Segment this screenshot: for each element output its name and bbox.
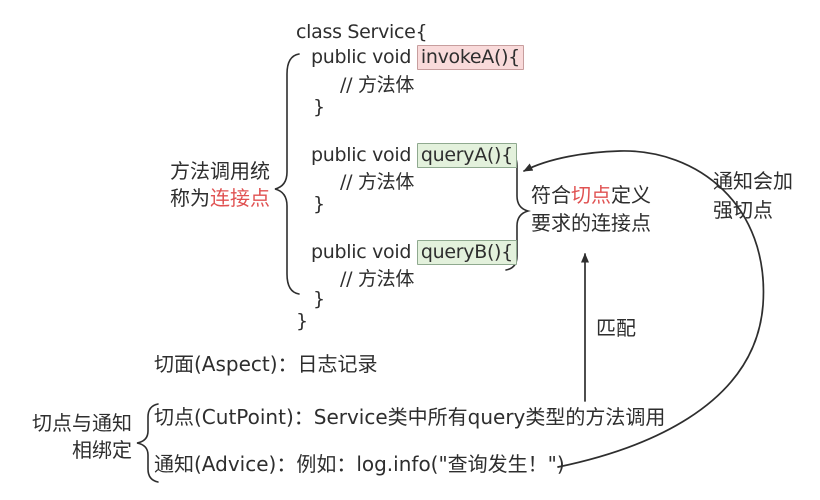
pointcut-match-label: 符合切点定义 要求的连接点 xyxy=(531,181,651,237)
match-arrow-label: 匹配 xyxy=(596,316,636,340)
code-method-queryB: public void queryB(){ xyxy=(311,240,517,265)
code-method-body: // 方法体 xyxy=(340,171,415,193)
pointcut-match-prefix: 符合 xyxy=(531,183,571,207)
queryA-highlight: queryA(){ xyxy=(416,143,517,168)
pointcut-match-suffix: 定义 xyxy=(611,183,651,207)
code-class-close: } xyxy=(296,310,308,332)
joinpoint-label-prefix: 称为 xyxy=(170,186,210,210)
joinpoint-label-line1: 方法调用统 xyxy=(170,159,270,183)
joinpoint-term: 连接点 xyxy=(210,186,270,210)
advice-note-label: 通知会加 强切点 xyxy=(713,167,793,225)
aspect-definition: 切面(Aspect)：日志记录 xyxy=(154,352,378,376)
code-method-invokeA: public void invokeA(){ xyxy=(311,45,524,70)
pointcut-match-line1: 符合切点定义 xyxy=(531,181,651,209)
advice-note-line2: 强切点 xyxy=(713,198,773,222)
method-prefix: public void xyxy=(311,46,417,68)
joinpoint-brace xyxy=(274,53,300,295)
binding-label-line1: 切点与通知 xyxy=(32,411,132,435)
code-method-close: } xyxy=(313,96,325,118)
advice-note-line1: 通知会加 xyxy=(713,169,793,193)
binding-label-line2: 相绑定 xyxy=(72,438,132,462)
advice-definition: 通知(Advice)：例如：log.info("查询发生！") xyxy=(154,452,565,476)
cutpoint-definition: 切点(CutPoint)：Service类中所有query类型的方法调用 xyxy=(154,405,666,429)
queryB-highlight: queryB(){ xyxy=(416,240,517,265)
pointcut-term: 切点 xyxy=(571,183,611,207)
joinpoint-label-line2: 称为连接点 xyxy=(158,185,270,212)
invokeA-highlight: invokeA(){ xyxy=(416,45,524,70)
joinpoint-label: 方法调用统 称为连接点 xyxy=(158,158,270,212)
binding-label: 切点与通知 相绑定 xyxy=(26,410,132,464)
pointcut-match-line2: 要求的连接点 xyxy=(531,211,651,235)
method-prefix: public void xyxy=(311,144,417,166)
method-prefix: public void xyxy=(311,241,417,263)
code-class-open: class Service{ xyxy=(296,21,428,43)
code-method-close: } xyxy=(313,193,325,215)
code-method-body: // 方法体 xyxy=(340,268,415,290)
code-method-queryA: public void queryA(){ xyxy=(311,143,517,168)
code-method-close: } xyxy=(313,288,325,310)
code-method-body: // 方法体 xyxy=(340,74,415,96)
